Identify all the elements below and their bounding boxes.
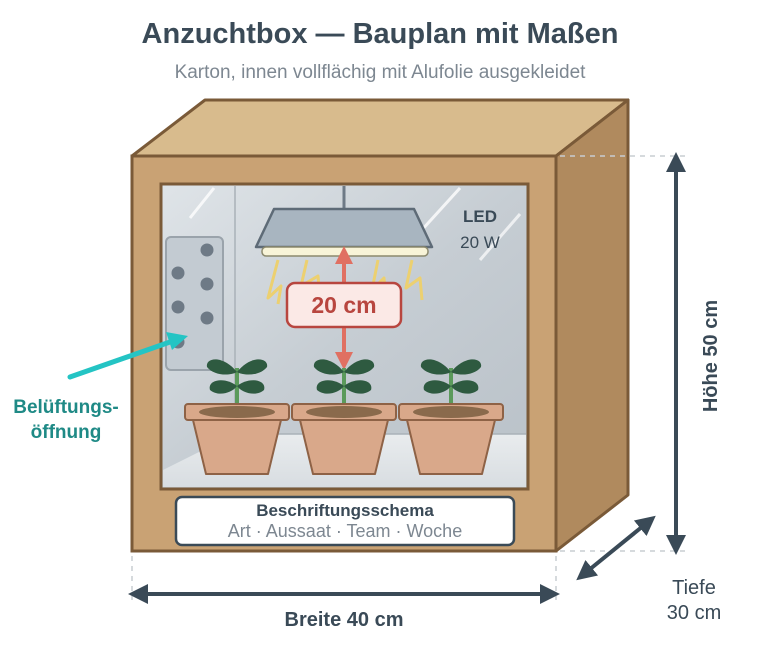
vent-hole xyxy=(171,300,185,314)
seedling-pot-2 xyxy=(291,359,397,475)
vent-label-line-1: Belüftungs- xyxy=(13,397,119,418)
height-label: Höhe 50 cm xyxy=(700,300,722,412)
light-ray xyxy=(404,259,424,301)
vent-hole xyxy=(200,243,214,257)
foil-reflection xyxy=(418,186,462,234)
lamp-name: LED xyxy=(463,207,497,226)
page-subtitle: Karton, innen vollflächig mit Alufolie a… xyxy=(175,62,587,83)
box-top-face xyxy=(130,98,630,158)
vent-hole xyxy=(200,277,214,291)
depth-label-line-2: 30 cm xyxy=(667,602,721,624)
distance-badge xyxy=(285,281,403,329)
seedling-pot-3 xyxy=(398,359,504,475)
box-side-face xyxy=(554,98,630,553)
depth-label-line-1: Tiefe xyxy=(672,577,716,599)
label-scheme-box xyxy=(174,495,516,547)
vent-pointer-arrow-head xyxy=(166,332,188,350)
lamp-shade xyxy=(254,207,434,249)
label-scheme-fields: Art · Aussaat · Team · Woche xyxy=(228,521,462,541)
label-scheme-title: Beschriftungsschema xyxy=(256,501,434,520)
vent-hole xyxy=(171,266,185,280)
distance-arrow-head-up xyxy=(335,246,353,264)
depth-dimension-line xyxy=(576,515,656,581)
width-label: Breite 40 cm xyxy=(285,609,404,631)
seedling-pot-1 xyxy=(184,359,290,475)
foil-reflection xyxy=(188,187,216,219)
vent-label-line-2: öffnung xyxy=(31,422,102,443)
distance-label: 20 cm xyxy=(311,292,376,318)
lamp-power: 20 W xyxy=(460,233,500,252)
vent-hole xyxy=(200,311,214,325)
page-title: Anzuchtbox — Bauplan mit Maßen xyxy=(142,18,619,50)
vent-pointer-arrow xyxy=(67,339,173,380)
light-ray xyxy=(266,259,283,305)
distance-arrow-head-down xyxy=(335,352,353,370)
foil-reflection xyxy=(478,213,522,261)
